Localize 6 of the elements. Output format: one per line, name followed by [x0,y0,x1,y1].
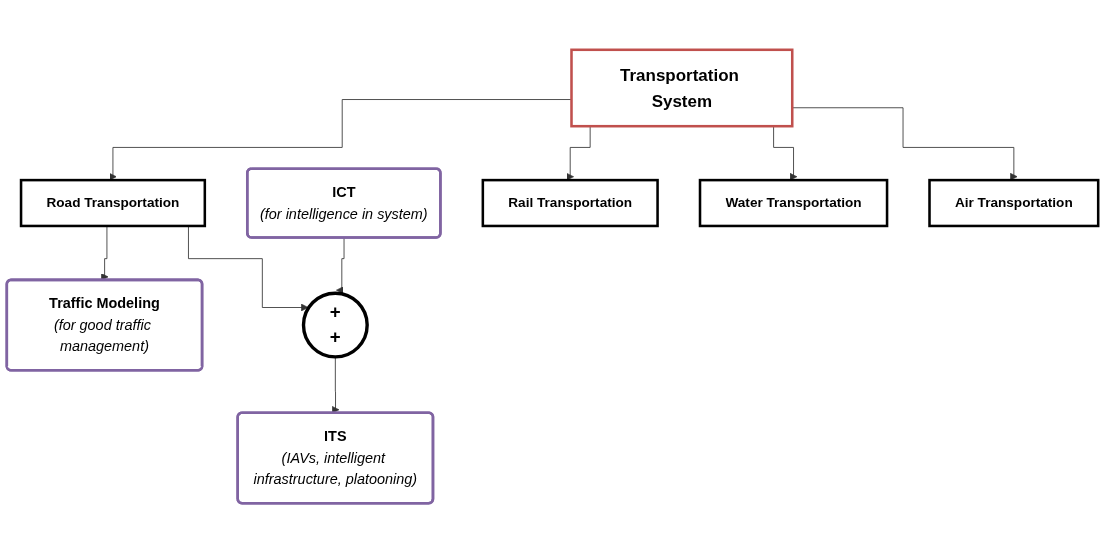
node-box: Transportation System [570,48,794,128]
node-box: Air Transportation [928,178,1100,228]
node-box: Road Transportation [19,178,207,228]
node-box: Water Transportation [698,178,889,228]
node-circle: + + [301,291,369,359]
node-box: Rail Transportation [481,178,659,228]
